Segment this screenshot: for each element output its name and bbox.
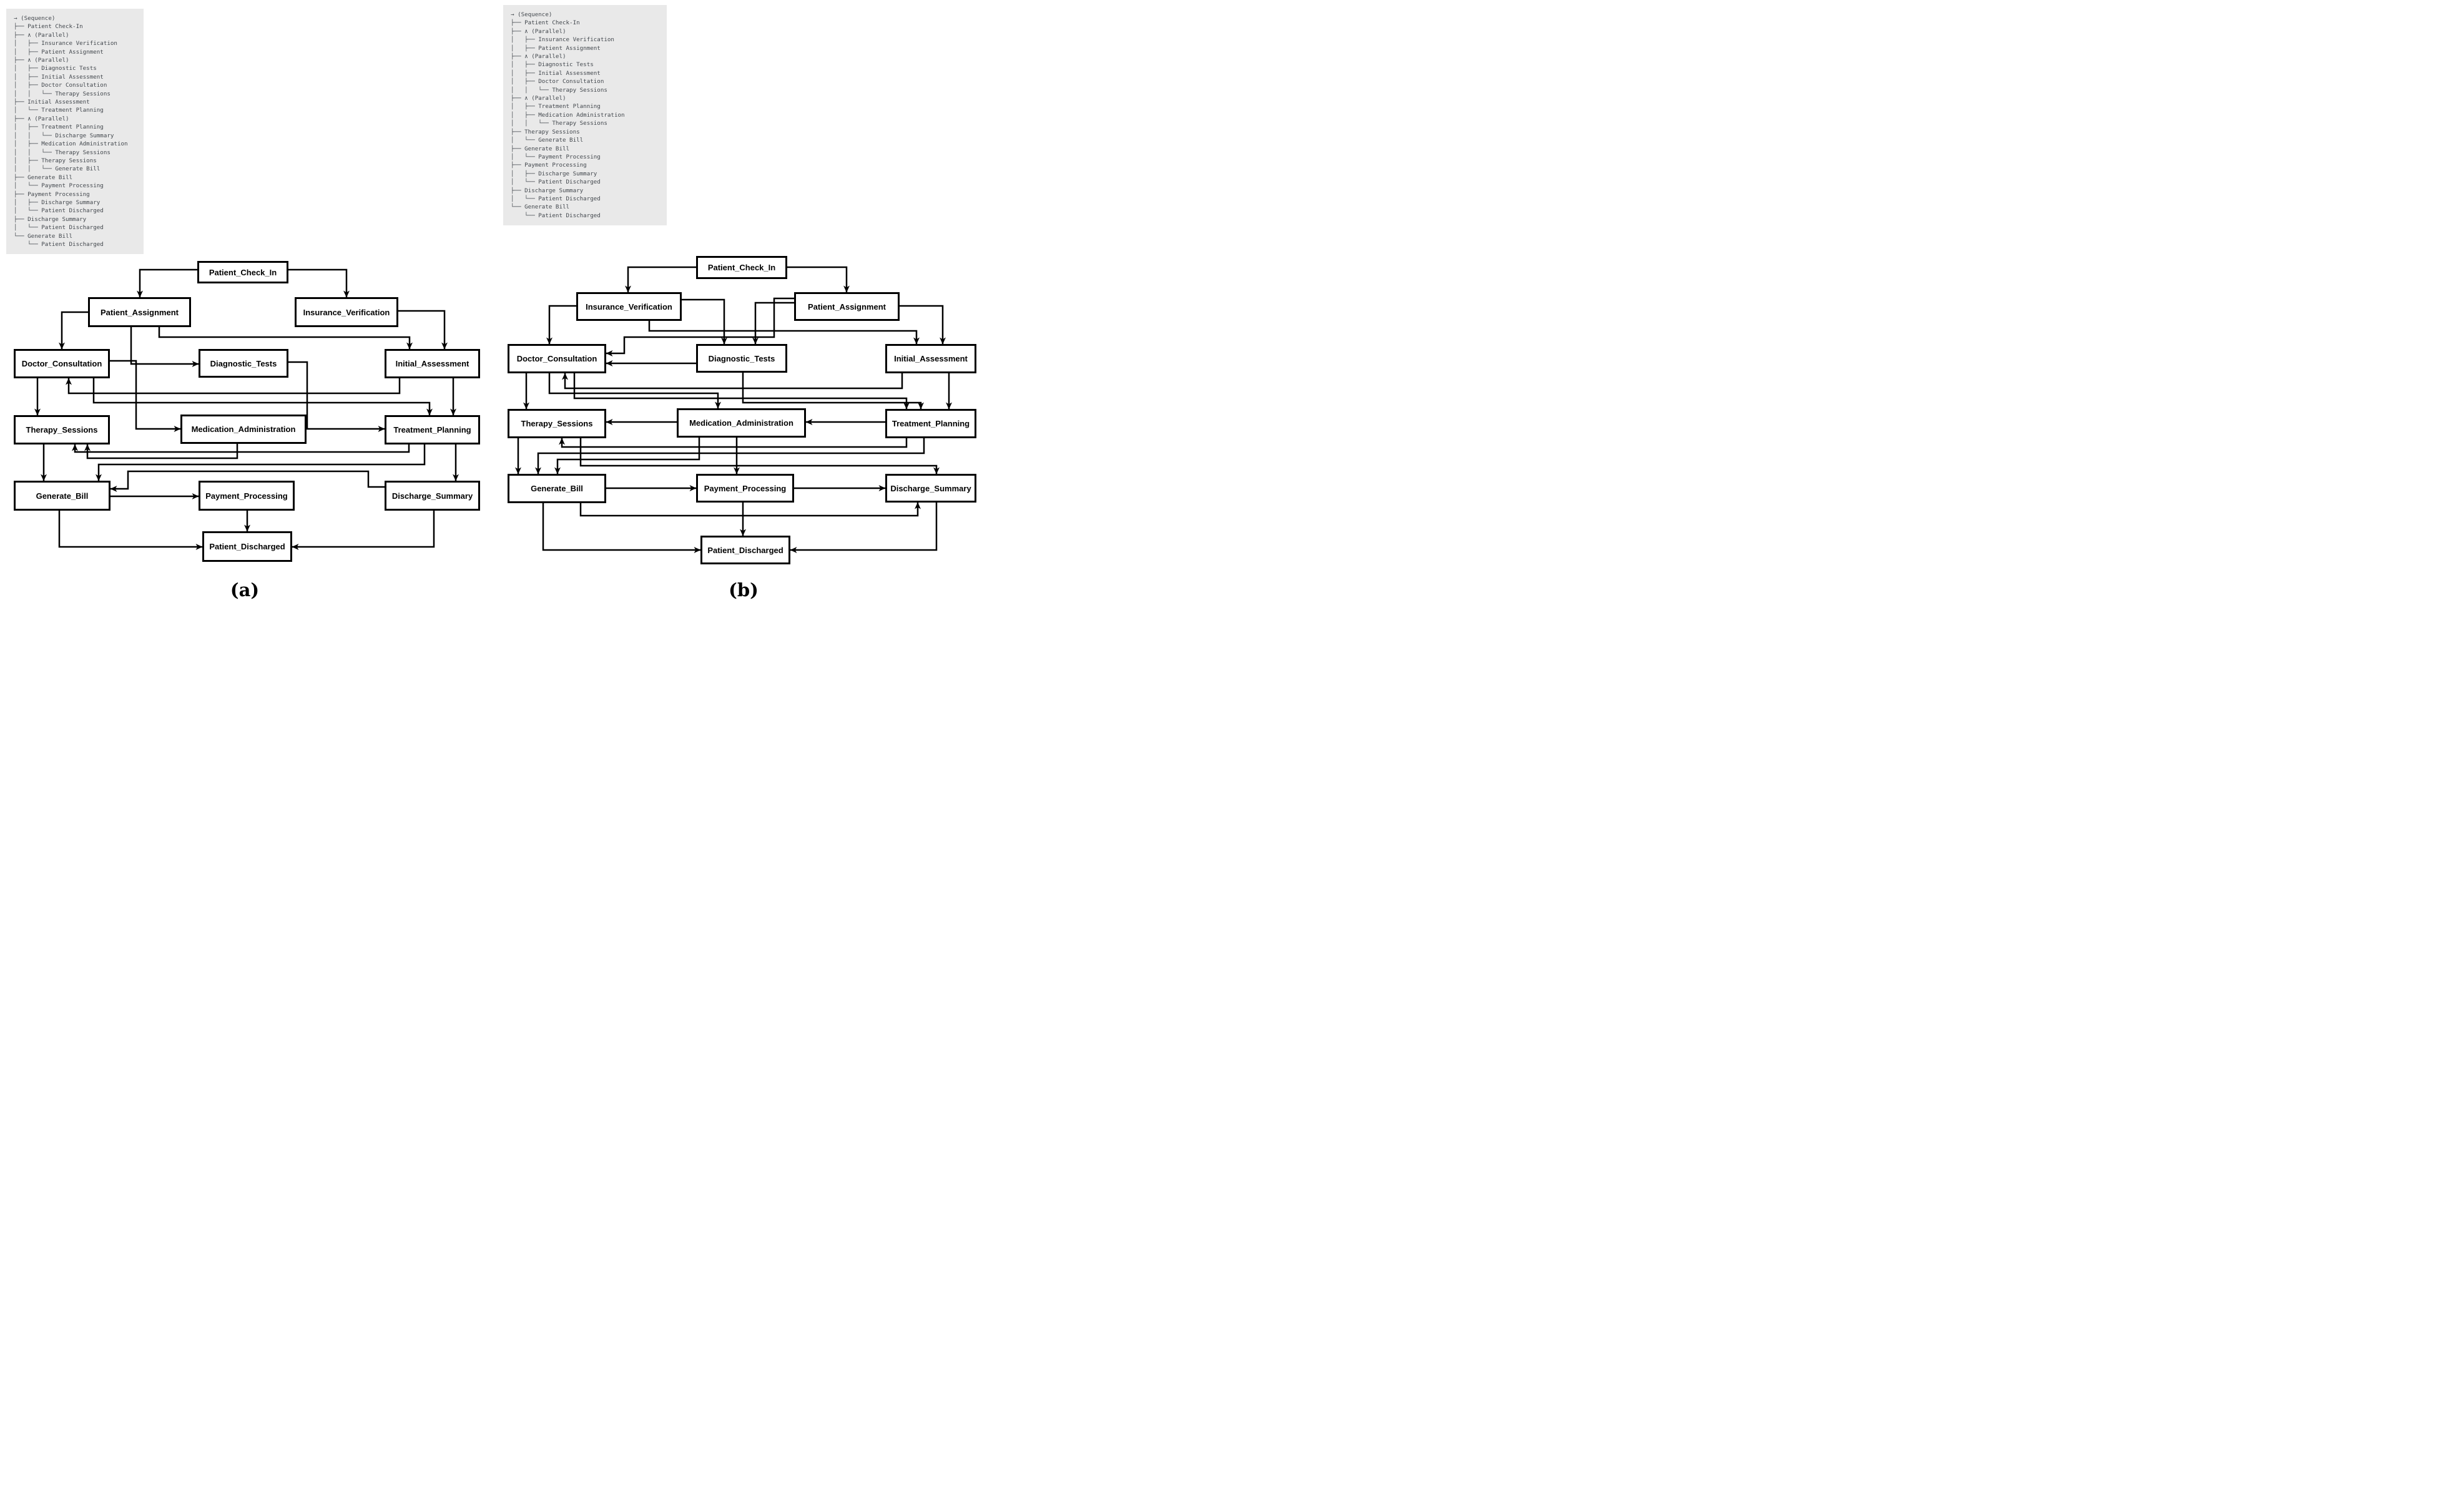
edge-a-ma-to-ts xyxy=(84,444,238,459)
node-label: Generate_Bill xyxy=(531,484,583,493)
node-label: Payment_Processing xyxy=(205,491,288,501)
edge-a-ia-to-dc xyxy=(66,378,401,395)
node-b-treatment-planning: Treatment_Planning xyxy=(885,409,976,438)
edge-b-iv-to-dc xyxy=(546,305,576,345)
edge-a-pa-to-ia xyxy=(158,327,413,350)
edge-a-tp-to-gb xyxy=(96,444,426,481)
node-label: Discharge_Summary xyxy=(890,483,971,493)
edge-b-ts-to-ds xyxy=(579,438,940,474)
flowchart-edges-layer xyxy=(34,266,952,553)
node-a-generate-bill: Generate_Bill xyxy=(14,481,111,511)
node-label: Treatment_Planning xyxy=(891,419,970,428)
node-a-diagnostic-tests: Diagnostic_Tests xyxy=(199,349,288,378)
node-label: Patient_Check_In xyxy=(707,263,776,272)
edge-a-tp-to-ts xyxy=(72,444,410,453)
edge-a-dc-to-ma xyxy=(110,360,181,432)
node-a-therapy-sessions: Therapy_Sessions xyxy=(14,415,110,444)
node-label: Diagnostic_Tests xyxy=(708,353,775,363)
node-b-patient-assignment: Patient_Assignment xyxy=(794,292,900,321)
node-a-patient-check-in: Patient_Check_In xyxy=(197,261,288,283)
node-a-initial-assessment: Initial_Assessment xyxy=(385,349,480,378)
edge-a-dt-to-tp xyxy=(288,361,385,432)
node-b-generate-bill: Generate_Bill xyxy=(508,474,606,503)
node-a-doctor-consultation: Doctor_Consultation xyxy=(14,349,110,378)
node-b-discharge-summary: Discharge_Summary xyxy=(885,474,976,503)
node-label: Medication_Administration xyxy=(191,425,296,434)
edge-b-ds-to-pd xyxy=(790,503,938,553)
node-label: Therapy_Sessions xyxy=(26,425,98,434)
edge-b-pa-to-dt xyxy=(752,302,794,345)
edge-a-dc-to-tp xyxy=(92,378,433,416)
node-label: Discharge_Summary xyxy=(391,491,473,501)
node-b-insurance-verification: Insurance_Verification xyxy=(576,292,682,321)
node-label: Patient_Discharged xyxy=(707,545,783,555)
node-label: Doctor_Consultation xyxy=(21,359,102,368)
node-a-discharge-summary: Discharge_Summary xyxy=(385,481,480,511)
figure-page: → (Sequence) ├── Patient Check-In ├── ∧ … xyxy=(0,0,976,605)
node-label: Generate_Bill xyxy=(36,491,89,501)
edge-b-iv-to-dt xyxy=(682,298,727,345)
edge-a-pci-to-iv xyxy=(288,268,350,298)
edge-b-gb-to-pd xyxy=(542,503,701,553)
node-label: Therapy_Sessions xyxy=(521,419,593,428)
edge-a-pci-to-pa xyxy=(137,268,197,298)
node-a-patient-assignment: Patient_Assignment xyxy=(88,297,191,327)
node-label: Insurance_Verification xyxy=(303,307,390,317)
edge-b-pa-to-ia xyxy=(900,305,946,345)
edge-b-ma-to-gb xyxy=(554,438,700,474)
edge-a-pa-to-dt xyxy=(130,327,199,367)
edge-a-gb-to-pd xyxy=(58,511,203,550)
node-b-medication-administration: Medication_Administration xyxy=(677,408,806,438)
edge-b-tp-to-ts xyxy=(559,438,908,448)
edge-b-pci-to-pa xyxy=(787,266,850,293)
node-label: Patient_Check_In xyxy=(209,267,277,277)
node-a-patient-discharged: Patient_Discharged xyxy=(202,531,292,562)
node-b-payment-processing: Payment_Processing xyxy=(696,474,794,503)
node-a-treatment-planning: Treatment_Planning xyxy=(385,415,480,444)
caption-a: (a) xyxy=(230,579,260,601)
edge-b-ia-to-dc xyxy=(562,373,903,390)
node-b-diagnostic-tests: Diagnostic_Tests xyxy=(696,344,787,373)
node-label: Patient_Discharged xyxy=(209,542,285,551)
edge-b-dc-to-tp xyxy=(573,373,910,410)
node-label: Treatment_Planning xyxy=(393,425,471,434)
node-label: Patient_Assignment xyxy=(808,302,886,312)
node-b-doctor-consultation: Doctor_Consultation xyxy=(508,344,606,373)
process-tree-b: → (Sequence) ├── Patient Check-In ├── ∧ … xyxy=(503,5,667,226)
node-a-insurance-verification: Insurance_Verification xyxy=(295,297,398,327)
node-label: Doctor_Consultation xyxy=(516,354,597,363)
edge-b-tp-to-gb xyxy=(535,438,925,474)
edge-a-pa-to-dc xyxy=(59,311,88,350)
edge-a-ds-to-gb xyxy=(110,470,385,492)
node-label: Insurance_Verification xyxy=(586,302,672,312)
edge-b-pci-to-iv xyxy=(625,266,696,293)
node-b-patient-check-in: Patient_Check_In xyxy=(696,256,787,279)
node-label: Patient_Assignment xyxy=(101,307,179,317)
node-label: Diagnostic_Tests xyxy=(210,358,277,368)
node-label: Initial_Assessment xyxy=(395,359,469,368)
edge-b-iv-to-ia xyxy=(648,321,920,345)
node-b-therapy-sessions: Therapy_Sessions xyxy=(508,409,606,438)
node-a-payment-processing: Payment_Processing xyxy=(199,481,295,511)
node-a-medication-administration: Medication_Administration xyxy=(180,415,307,444)
edge-a-ds-to-pd xyxy=(292,511,435,550)
edge-a-iv-to-ia xyxy=(398,310,448,350)
node-b-patient-discharged: Patient_Discharged xyxy=(700,536,790,564)
edge-b-gb-to-ds xyxy=(579,502,921,517)
node-label: Medication_Administration xyxy=(689,418,793,428)
node-label: Payment_Processing xyxy=(704,483,787,493)
edge-b-pa-to-dc xyxy=(606,297,794,356)
caption-b: (b) xyxy=(729,579,759,601)
process-tree-a: → (Sequence) ├── Patient Check-In ├── ∧ … xyxy=(6,9,144,255)
edge-b-dt-to-tp xyxy=(742,373,924,410)
edge-b-dc-to-ma xyxy=(548,373,721,409)
node-b-initial-assessment: Initial_Assessment xyxy=(885,344,976,373)
node-label: Initial_Assessment xyxy=(894,354,968,363)
